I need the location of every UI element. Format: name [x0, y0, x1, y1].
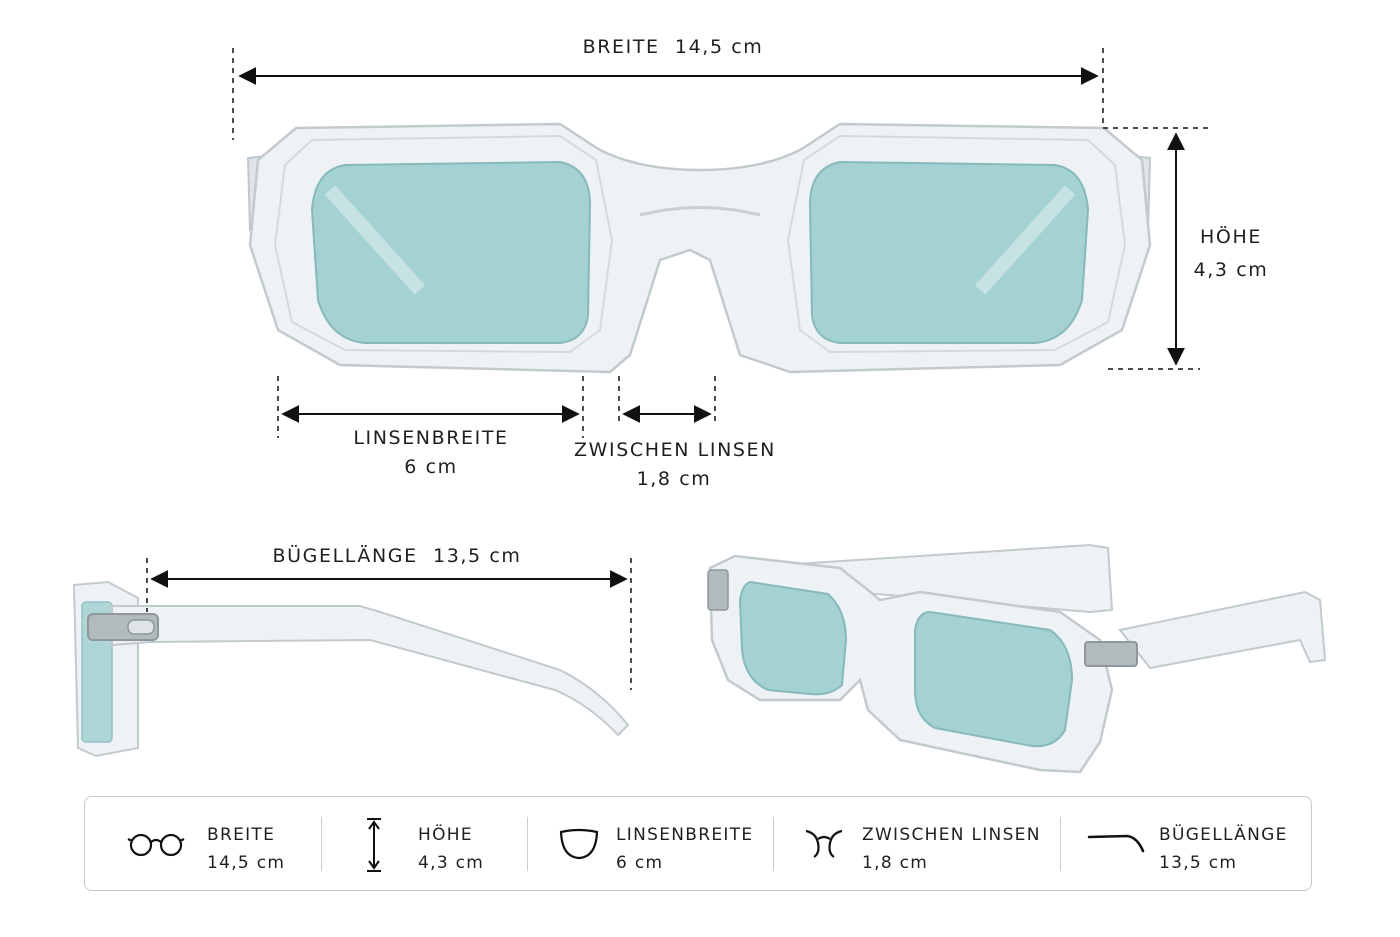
spec-summary-bar: BREITE 14,5 cm HÖHE 4,3 cm LINSENBREITE …	[84, 796, 1312, 891]
temple-icon	[1087, 834, 1145, 853]
front-view-glasses	[246, 122, 1152, 374]
spec-divider	[773, 817, 774, 871]
left-lens	[310, 160, 592, 344]
side-temple	[111, 605, 630, 737]
lens-width-dimension	[277, 376, 584, 438]
spec-lens-width-text: LINSENBREITE 6 cm	[616, 825, 754, 874]
bridge-dimension	[618, 376, 716, 424]
lens-icon	[559, 828, 599, 860]
glasses-front-icon	[127, 833, 185, 857]
right-lens	[808, 160, 1090, 344]
spec-height: HÖHE 4,3 cm	[322, 797, 527, 890]
height-label: HÖHE 4,3 cm	[1193, 226, 1269, 281]
spec-lens-width: LINSENBREITE 6 cm	[528, 797, 773, 890]
side-view-glasses	[72, 580, 630, 758]
height-dimension	[1103, 127, 1208, 370]
lens-width-label: LINSENBREITE 6 cm	[353, 427, 509, 478]
spec-bridge: ZWISCHEN LINSEN 1,8 cm	[774, 797, 1060, 890]
spec-divider	[321, 817, 322, 871]
bridge-label: ZWISCHEN LINSEN 1,8 cm	[574, 439, 776, 490]
temple-label: BÜGELLÄNGE 13,5 cm	[272, 545, 522, 567]
width-label: BREITE 14,5 cm	[582, 36, 764, 58]
spec-height-text: HÖHE 4,3 cm	[418, 825, 485, 874]
spec-width: BREITE 14,5 cm	[85, 797, 321, 890]
spec-temple: BÜGELLÄNGE 13,5 cm	[1061, 797, 1311, 890]
perspective-view-glasses	[707, 543, 1327, 774]
height-arrow-icon	[367, 818, 381, 872]
spec-divider	[1060, 817, 1061, 871]
spec-bridge-text: ZWISCHEN LINSEN 1,8 cm	[862, 825, 1041, 874]
spec-divider	[527, 817, 528, 871]
bridge-icon	[805, 829, 843, 858]
width-dimension	[232, 48, 1104, 140]
temple-dimension	[146, 558, 632, 690]
spec-width-text: BREITE 14,5 cm	[207, 825, 286, 874]
spec-temple-text: BÜGELLÄNGE 13,5 cm	[1159, 825, 1288, 874]
